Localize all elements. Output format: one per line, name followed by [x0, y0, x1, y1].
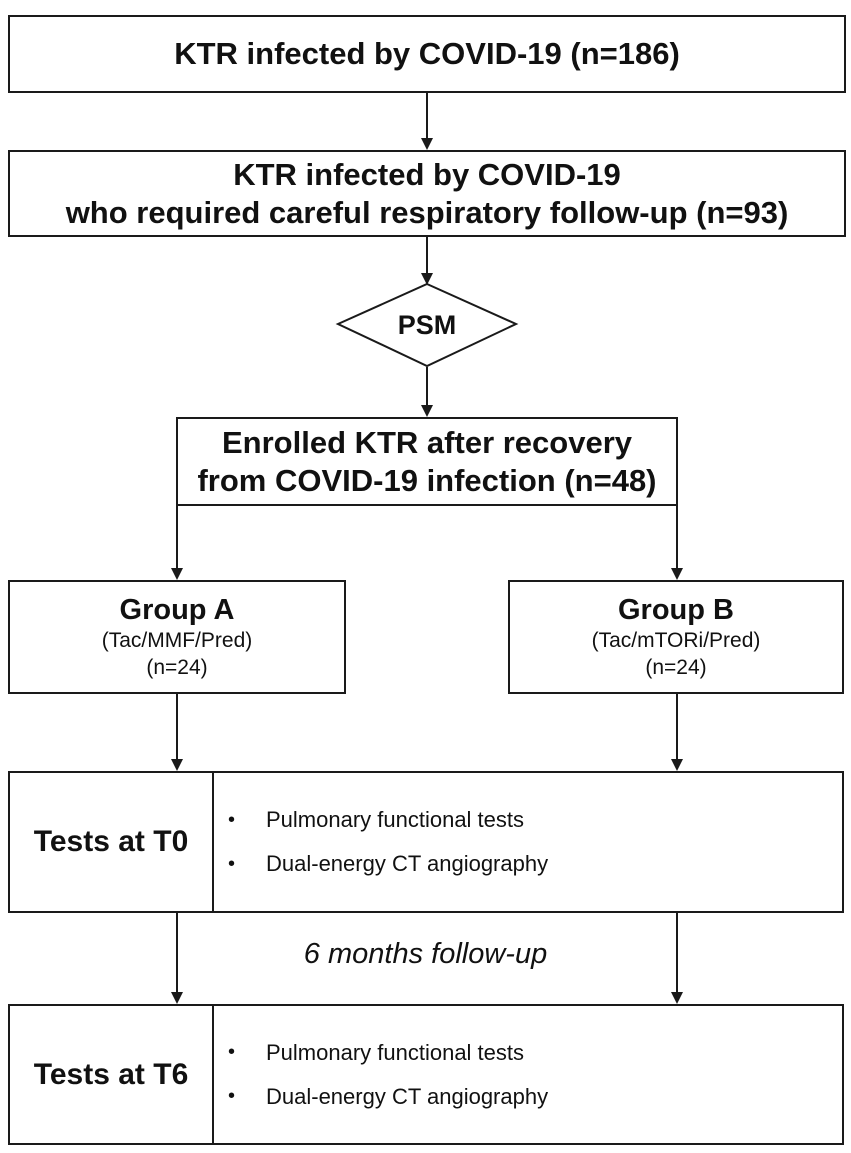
psm-diamond — [335, 282, 519, 368]
tests-t0-list: • Pulmonary functional tests • Dual-ener… — [228, 773, 548, 911]
group-b-regimen: (Tac/mTORi/Pred) — [591, 629, 761, 652]
group-a-n: (n=24) — [146, 656, 208, 679]
list-item: • Dual-energy CT angiography — [228, 851, 548, 877]
box-enrolled-line1: Enrolled KTR after recovery — [221, 424, 633, 460]
tests-t6-list: • Pulmonary functional tests • Dual-ener… — [228, 1006, 548, 1143]
tests-t0-item-1: Pulmonary functional tests — [266, 807, 525, 832]
box-respiratory-line2: who required careful respiratory follow-… — [65, 194, 789, 230]
list-item: • Pulmonary functional tests — [228, 1040, 548, 1066]
box-tests-t6: Tests at T6 • Pulmonary functional tests… — [8, 1004, 844, 1145]
box-ktr-infected: KTR infected by COVID-19 (n=186) — [8, 15, 846, 93]
box-respiratory-followup: KTR infected by COVID-19 who required ca… — [8, 150, 846, 237]
bullet-icon: • — [228, 852, 236, 875]
bullet-icon: • — [228, 808, 236, 831]
box-enrolled: Enrolled KTR after recovery from COVID-1… — [176, 417, 678, 506]
psm-label: PSM — [398, 310, 457, 340]
tests-t0-item-2: Dual-energy CT angiography — [266, 851, 549, 876]
followup-label: 6 months follow-up — [303, 938, 548, 970]
list-item: • Dual-energy CT angiography — [228, 1084, 548, 1110]
list-item: • Pulmonary functional tests — [228, 807, 548, 833]
box-respiratory-line1: KTR infected by COVID-19 — [233, 156, 621, 192]
group-a-title: Group A — [119, 594, 235, 626]
box-enrolled-line2: from COVID-19 infection (n=48) — [197, 462, 657, 498]
tests-t0-label: Tests at T0 — [10, 773, 214, 911]
tests-t6-item-2: Dual-energy CT angiography — [266, 1083, 549, 1109]
tests-t6-item-1: Pulmonary functional tests — [266, 1039, 525, 1065]
group-a-regimen: (Tac/MMF/Pred) — [101, 629, 253, 652]
bullet-icon: • — [228, 1041, 236, 1063]
tests-t6-label: Tests at T6 — [10, 1006, 214, 1143]
box-tests-t0: Tests at T0 • Pulmonary functional tests… — [8, 771, 844, 913]
box-ktr-infected-text: KTR infected by COVID-19 (n=186) — [174, 36, 680, 71]
group-b-n: (n=24) — [645, 656, 707, 679]
group-b-title: Group B — [618, 594, 734, 626]
box-group-b: Group B (Tac/mTORi/Pred) (n=24) — [508, 580, 844, 694]
box-group-a: Group A (Tac/MMF/Pred) (n=24) — [8, 580, 346, 694]
bullet-icon: • — [228, 1085, 236, 1107]
